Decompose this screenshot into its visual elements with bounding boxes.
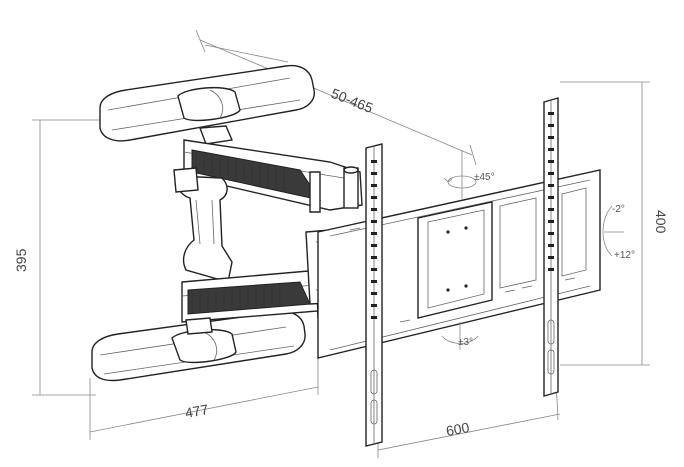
- level-indicator: ±3°: [441, 322, 479, 350]
- tilt-up-label: -2°: [612, 204, 625, 215]
- height-dimension-left-label: 395: [13, 248, 29, 272]
- height-dimension-right-label: 400: [653, 210, 669, 234]
- vertical-rail-right: [543, 97, 559, 397]
- tilt-indicator: -2° +12°: [602, 204, 635, 261]
- tv-plate: [317, 169, 601, 359]
- depth-dimension-label: 50-465: [329, 85, 376, 116]
- height-dimension-left: 395: [13, 119, 105, 396]
- height-dimension-right: 400: [560, 81, 669, 366]
- level-angle-label: ±3°: [458, 337, 473, 348]
- vertical-rail-left: [365, 143, 383, 447]
- wall-plate-bottom: [91, 310, 306, 382]
- plate-width-dimension: 600: [377, 379, 561, 458]
- upper-arm: [183, 125, 363, 213]
- middle-column: [173, 167, 233, 283]
- arm-width-dimension: 477: [89, 352, 319, 440]
- swivel-angle-label: ±45°: [474, 172, 495, 183]
- arm-width-dimension-label: 477: [184, 401, 210, 421]
- swivel-indicator: ±45°: [443, 150, 495, 200]
- plate-width-dimension-label: 600: [445, 419, 471, 439]
- tilt-down-label: +12°: [614, 250, 635, 261]
- wall-plate-top: [99, 64, 315, 142]
